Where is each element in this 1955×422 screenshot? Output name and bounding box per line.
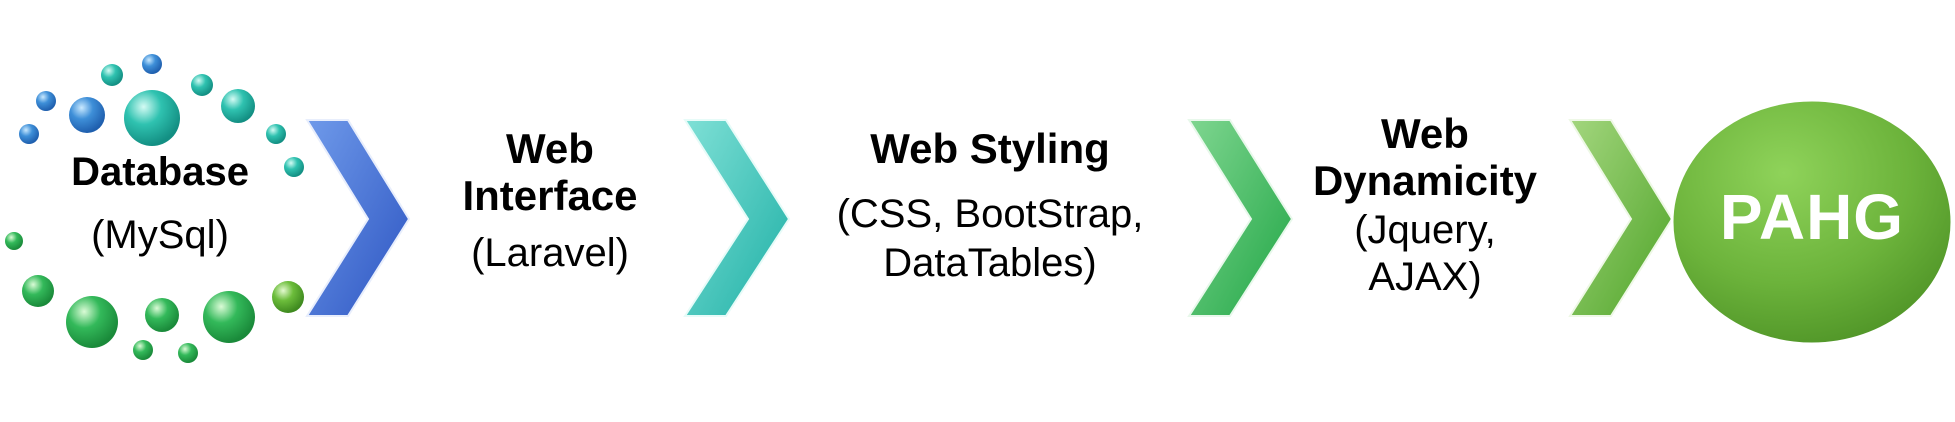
database-step: Database (MySql) — [30, 150, 290, 258]
chevron-arrow-4-icon — [1568, 119, 1674, 317]
web-dynamicity-subtitle-line2: AJAX) — [1368, 254, 1482, 299]
web-dynamicity-title-line1: Web — [1381, 110, 1469, 157]
web-styling-subtitle-line1: (CSS, BootStrap, — [836, 192, 1144, 237]
web-styling-title: Web Styling — [870, 125, 1110, 172]
web-interface-title-line1: Web — [506, 125, 594, 172]
chevron-arrow-2-icon — [683, 119, 791, 317]
database-bubbles-icon — [5, 54, 304, 363]
pahg-circle — [1670, 98, 1954, 346]
web-interface-subtitle: (Laravel) — [471, 231, 629, 276]
chevron-arrow-3-icon — [1187, 119, 1294, 317]
web-dynamicity-subtitle-line1: (Jquery, — [1354, 208, 1496, 253]
web-styling-step: Web Styling (CSS, BootStrap, DataTables) — [800, 125, 1180, 286]
pahg-label: PAHG — [1719, 181, 1905, 253]
web-styling-subtitle-line2: DataTables) — [883, 240, 1097, 285]
web-dynamicity-step: Web Dynamicity (Jquery, AJAX) — [1295, 110, 1555, 300]
web-interface-title-line2: Interface — [462, 172, 638, 220]
database-subtitle: (MySql) — [91, 212, 229, 257]
database-title: Database — [71, 150, 249, 194]
chevron-arrow-1-icon — [305, 119, 411, 317]
web-interface-step: Web Interface (Laravel) — [420, 125, 680, 276]
web-dynamicity-title-line2: Dynamicity — [1312, 157, 1538, 205]
